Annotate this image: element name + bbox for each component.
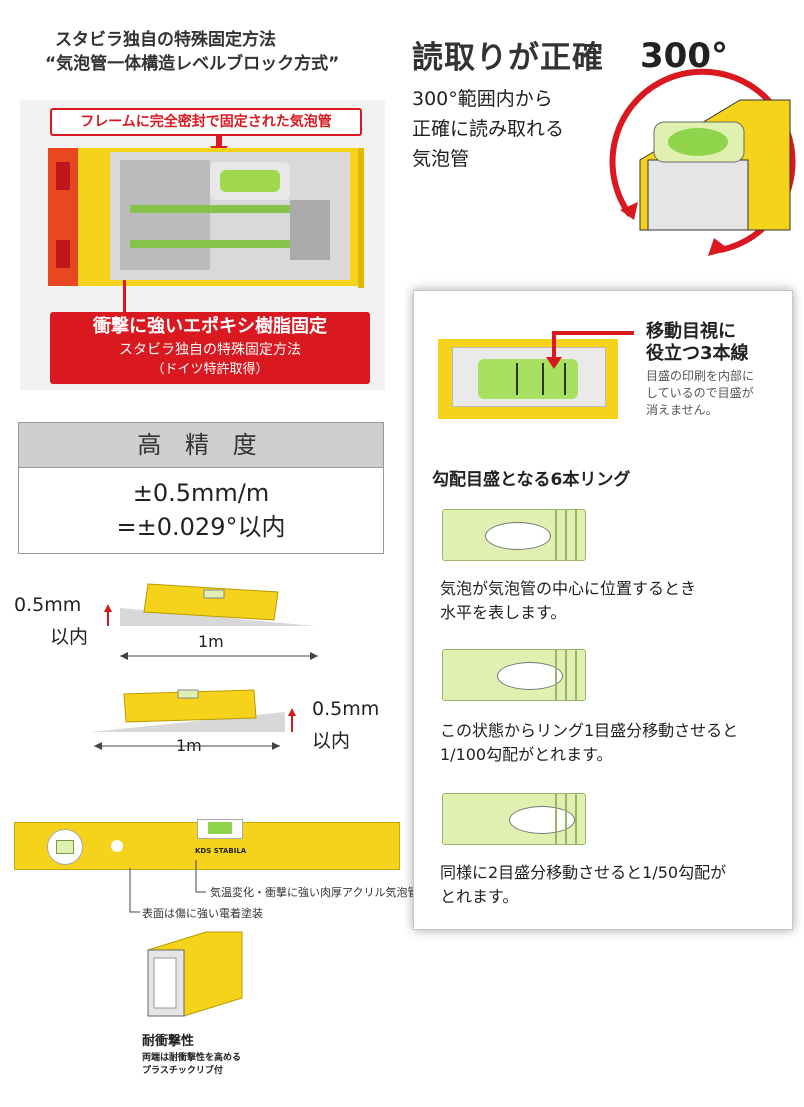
lines-desc-2: しているので目盛が (646, 386, 754, 400)
callout-lines (129, 860, 206, 913)
fixing-method-subtitle: “気泡管一体構造レベルブロック方式” (45, 54, 340, 74)
lines-desc-3: 消えません。 (646, 403, 718, 417)
tilt-b-diagram (90, 689, 296, 750)
state1-line1: 気泡が気泡管の中心に位置するとき (440, 579, 697, 598)
brand-label: KDS STABILA (195, 847, 247, 855)
level-product-image: KDS STABILA (14, 819, 400, 870)
pointer-arrow (546, 331, 634, 369)
accuracy-desc-2: 正確に読み取れる (412, 118, 565, 140)
cross-section-figure: フレームに完全密封で固定された気泡管 衝撃に強いエポキシ樹脂固定 スタビラ独自の… (20, 100, 385, 390)
vertical-vial-icon (47, 829, 83, 865)
state2-line1: この状態からリング1目盛分移動させると (440, 721, 739, 740)
tilt-b-value: 0.5mm (312, 698, 380, 720)
accuracy-desc-1: 300°範囲内から (412, 88, 553, 110)
state3-line1: 同様に2目盛分移動させると1/50勾配が (440, 863, 727, 882)
epoxy-panel: 衝撃に強いエポキシ樹脂固定 スタビラ独自の特殊固定方法 （ドイツ特許取得） (50, 312, 370, 384)
bubble-icon (509, 806, 575, 834)
endcap-title: 耐衝撃性 (142, 1034, 195, 1049)
lines-title-1: 移動目視に (646, 321, 736, 342)
precision-line-2: =±0.029°以内 (116, 513, 286, 541)
endcap-desc-1: 両端は耐衝撃性を高める (142, 1053, 242, 1063)
epoxy-title: 衝撃に強いエポキシ樹脂固定 (93, 316, 327, 337)
state2-line2: 1/100勾配がとれます。 (440, 745, 613, 764)
bubble-icon (485, 522, 551, 550)
precision-header: 高 精 度 (19, 423, 383, 468)
tilt-a-unit: 以内 (50, 626, 89, 648)
fixing-method-title: スタビラ独自の特殊固定方法 (55, 30, 276, 50)
tilt-a-length: 1m (198, 632, 224, 651)
vial-state-centered (442, 509, 586, 561)
tilt-b-unit: 以内 (312, 730, 351, 752)
patent-note: （ドイツ特許取得） (151, 362, 269, 377)
tilt-a-value: 0.5mm (14, 594, 82, 616)
cross-section-illustration (48, 136, 364, 314)
right-info-panel: 移動目視に 役立つ3本線 目盛の印刷を内部に しているので目盛が 消えません。 … (413, 290, 793, 930)
coating-callout: 表面は傷に強い電着塗装 (142, 907, 263, 920)
lines-title-2: 役立つ3本線 (646, 343, 749, 364)
frame-label: フレームに完全密封で固定された気泡管 (50, 108, 362, 136)
lines-desc-1: 目盛の印刷を内部に (646, 369, 755, 383)
accuracy-title: 読取りが正確 (412, 40, 604, 76)
vial-callout: 気温変化・衝撃に強い肉厚アクリル気泡管 (210, 886, 419, 899)
state3-line2: とれます。 (440, 887, 519, 906)
rings-title: 勾配目盛となる6本リング (432, 470, 631, 490)
state1-line2: 水平を表します。 (440, 603, 567, 622)
precision-line-1: ±0.5mm/m (132, 479, 270, 507)
hang-hole-icon (111, 840, 123, 852)
epoxy-subtitle: スタビラ独自の特殊固定方法 (119, 342, 301, 358)
horizontal-vial-icon (197, 819, 243, 839)
tilt-b-length: 1m (176, 736, 202, 755)
bubble-icon (497, 662, 563, 690)
three-line-vial-image (438, 339, 618, 419)
vial-state-one-ring (442, 649, 586, 701)
endcap-illustration (147, 931, 243, 1017)
vial-state-two-rings (442, 793, 586, 845)
precision-table: 高 精 度 ±0.5mm/m =±0.029°以内 (18, 422, 384, 554)
accuracy-desc-3: 気泡管 (412, 148, 470, 170)
tilt-a-diagram (104, 583, 318, 660)
endcap-desc-2: プラスチックリブ付 (142, 1066, 223, 1076)
vial-300-degree-illustration (609, 68, 796, 256)
